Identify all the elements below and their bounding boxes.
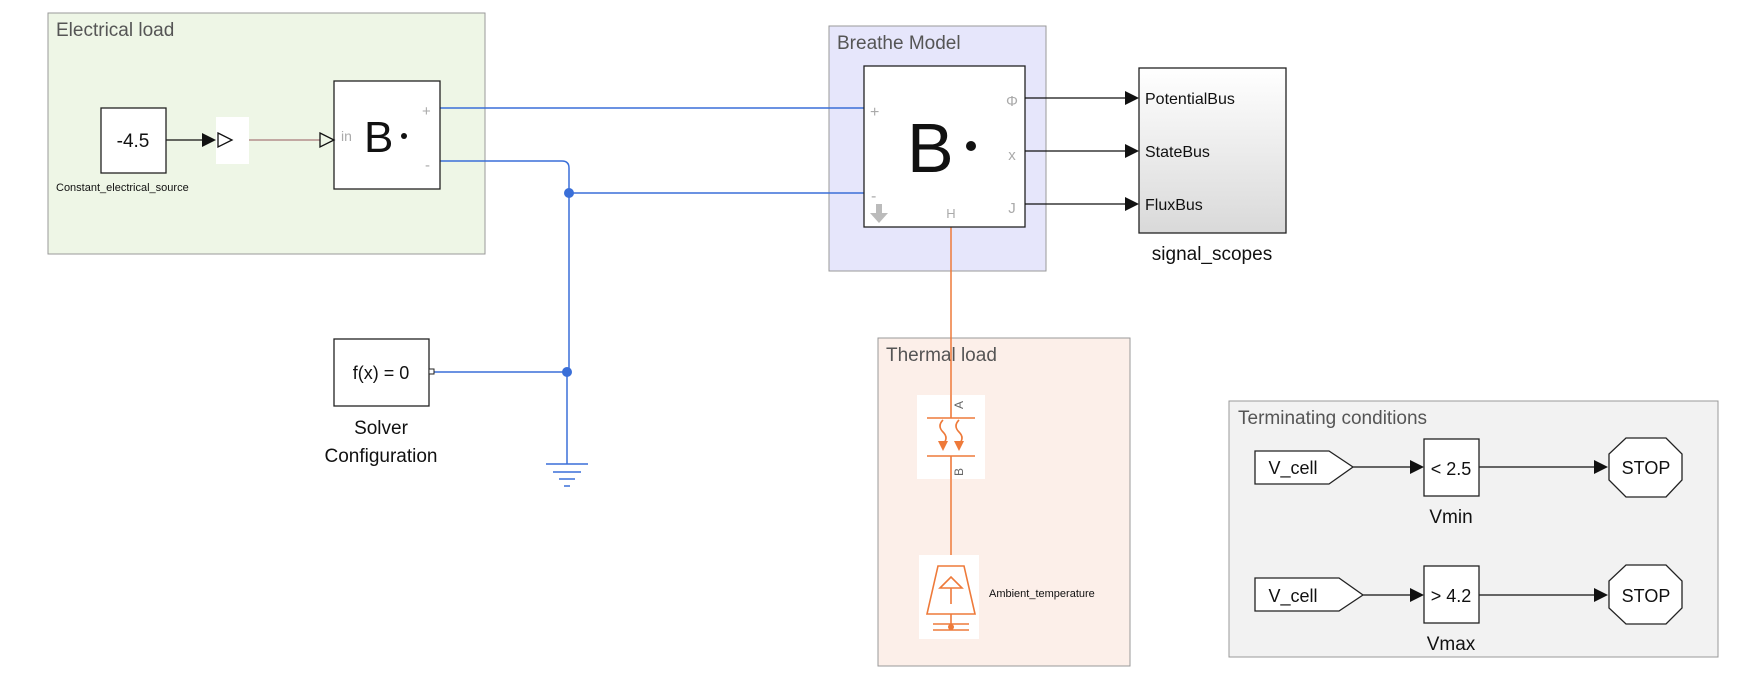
ambient-temperature-block[interactable]: Ambient_temperature (919, 555, 1095, 639)
breathe-battery-block[interactable]: B + - Φ x J H (863, 65, 1056, 228)
solver-equation: f(x) = 0 (353, 363, 410, 383)
thermal-port-a: A (952, 401, 966, 409)
vmax-condition[interactable]: V_cell > 4.2 Vmax STOP (1254, 564, 1683, 655)
vmin-compare-block[interactable]: < 2.5 Vmin (1423, 438, 1480, 528)
battery-port-h: H (946, 206, 955, 221)
area-thermal-load-title: Thermal load (886, 345, 997, 366)
signal-scopes-block[interactable]: PotentialBus StateBus FluxBus signal_sco… (1138, 67, 1287, 265)
source-port-plus: + (422, 103, 431, 120)
source-glyph-dot (401, 133, 407, 139)
electrical-ground-icon[interactable] (546, 463, 588, 487)
input-port-arrow (319, 131, 336, 149)
vmax-from-tag-label: V_cell (1268, 586, 1317, 607)
battery-glyph-b: B (907, 109, 954, 187)
signal-arrowheads (202, 91, 1608, 602)
area-electrical-load-title: Electrical load (56, 20, 174, 41)
battery-glyph-dot (966, 141, 976, 151)
vmax-stop-block[interactable]: STOP (1608, 564, 1683, 625)
vmax-from-tag[interactable]: V_cell (1254, 577, 1365, 612)
vmax-stop-label: STOP (1622, 586, 1671, 606)
battery-port-phi: Φ (1006, 93, 1018, 110)
vmin-from-tag-label: V_cell (1268, 458, 1317, 479)
vmin-stop-label: STOP (1622, 458, 1671, 478)
vmin-from-tag[interactable]: V_cell (1254, 450, 1355, 485)
solver-configuration-block[interactable]: f(x) = 0 Solver Configuration (324, 338, 438, 467)
thermal-port-b: B (952, 468, 966, 476)
battery-ground-arrow-icon (870, 204, 888, 223)
scope-port-state-bus: StateBus (1145, 144, 1210, 161)
thermal-conductive-block[interactable]: A B (917, 395, 985, 479)
battery-port-plus: + (870, 104, 879, 121)
ambient-temperature-label: Ambient_temperature (989, 588, 1095, 600)
signal-connections[interactable] (166, 97, 1594, 596)
electrical-source-block[interactable]: in + - B (319, 80, 441, 190)
area-terminating-conditions-title: Terminating conditions (1238, 408, 1427, 429)
constant-block[interactable]: -4.5 Constant_electrical_source (56, 107, 189, 194)
vmin-label: Vmin (1429, 507, 1472, 528)
solver-label-line1: Solver (354, 418, 409, 439)
scope-port-potential-bus: PotentialBus (1145, 91, 1235, 108)
source-port-minus: - (425, 157, 430, 174)
area-breathe-model-title: Breathe Model (837, 33, 961, 54)
battery-port-j: J (1008, 200, 1016, 217)
solver-label-line2: Configuration (324, 446, 437, 467)
vmin-condition[interactable]: V_cell < 2.5 Vmin STOP (1254, 437, 1683, 528)
source-port-in: in (341, 128, 352, 144)
junction-dot (562, 367, 572, 377)
simulink-ps-converter[interactable] (216, 117, 249, 164)
junction-dot (564, 188, 574, 198)
signal-scopes-label: signal_scopes (1152, 244, 1272, 265)
scope-port-flux-bus: FluxBus (1145, 197, 1203, 214)
wire-negative-source[interactable] (440, 160, 570, 193)
area-thermal-load[interactable]: Thermal load (877, 337, 1131, 667)
constant-value: -4.5 (117, 131, 150, 152)
vmax-label: Vmax (1427, 634, 1476, 655)
vmax-compare-value: > 4.2 (1431, 586, 1472, 606)
vmin-stop-block[interactable]: STOP (1608, 437, 1683, 498)
source-glyph-b: B (364, 113, 393, 162)
vmax-compare-block[interactable]: > 4.2 Vmax (1423, 565, 1480, 655)
electrical-connections[interactable] (434, 107, 864, 464)
battery-port-minus: - (871, 188, 876, 205)
vmin-compare-value: < 2.5 (1431, 459, 1472, 479)
battery-port-x: x (1008, 147, 1016, 164)
constant-block-label: Constant_electrical_source (56, 182, 189, 194)
